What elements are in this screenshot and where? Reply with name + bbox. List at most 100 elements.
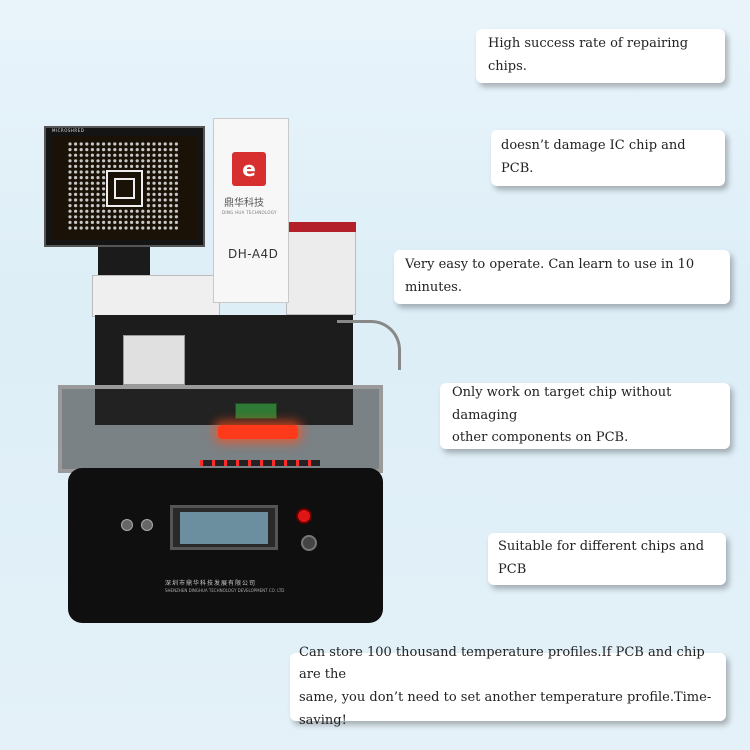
bga-ball xyxy=(85,148,89,152)
bga-ball xyxy=(68,159,72,163)
bga-ball xyxy=(163,192,167,196)
bga-ball xyxy=(74,192,78,196)
bga-ball xyxy=(102,142,106,146)
brand-name-cn: 鼎华科技 xyxy=(224,198,264,209)
bga-ball xyxy=(163,170,167,174)
bga-ball xyxy=(96,142,100,146)
monitor-brand-label: MICROSHRED xyxy=(52,128,85,133)
bga-ball xyxy=(74,176,78,180)
bga-ball xyxy=(74,148,78,152)
bga-ball xyxy=(169,159,173,163)
bga-ball xyxy=(118,220,122,224)
bga-ball xyxy=(85,187,89,191)
bga-ball xyxy=(74,164,78,168)
bga-ball xyxy=(130,226,134,230)
company-name-en: SHENZHEN DINGHUA TECHNOLOGY DEVELOPMENT … xyxy=(165,588,285,593)
bga-ball xyxy=(85,192,89,196)
bga-ball xyxy=(169,209,173,213)
bga-ball xyxy=(68,198,72,202)
bga-ball xyxy=(152,187,156,191)
bga-ball xyxy=(163,142,167,146)
bga-ball xyxy=(68,181,72,185)
bga-ball xyxy=(68,215,72,219)
bga-ball xyxy=(124,142,128,146)
brand-name-en: DING HUA TECHNOLOGY xyxy=(222,210,277,215)
bga-ball xyxy=(135,164,139,168)
bga-ball xyxy=(79,170,83,174)
bga-ball xyxy=(152,220,156,224)
bga-ball xyxy=(130,159,134,163)
bga-ball xyxy=(74,159,78,163)
pcb-board xyxy=(235,403,277,419)
bga-ball xyxy=(169,198,173,202)
bga-ball xyxy=(152,209,156,213)
bga-ball xyxy=(68,142,72,146)
bga-ball xyxy=(118,215,122,219)
bga-ball xyxy=(163,187,167,191)
bga-ball xyxy=(146,153,150,157)
bga-ball xyxy=(174,148,178,152)
bga-ball xyxy=(96,187,100,191)
bga-ball xyxy=(124,220,128,224)
bga-ball xyxy=(174,226,178,230)
bga-ball xyxy=(118,142,122,146)
bga-ball xyxy=(135,153,139,157)
camera-housing xyxy=(92,275,220,317)
bga-ball xyxy=(158,198,162,202)
bga-ball xyxy=(146,198,150,202)
bga-ball xyxy=(146,176,150,180)
bga-ball xyxy=(141,226,145,230)
bga-ball xyxy=(158,142,162,146)
bga-ball xyxy=(107,226,111,230)
bga-ball xyxy=(90,142,94,146)
bga-ball xyxy=(74,181,78,185)
bga-ball xyxy=(96,192,100,196)
bga-ball xyxy=(152,142,156,146)
bga-ball xyxy=(169,192,173,196)
bga-ball xyxy=(90,176,94,180)
bga-ball xyxy=(68,204,72,208)
lamp-arm xyxy=(337,320,401,370)
bga-ball xyxy=(124,153,128,157)
bga-ball xyxy=(74,170,78,174)
bga-ball xyxy=(135,142,139,146)
bga-ball xyxy=(113,159,117,163)
led-strip xyxy=(200,460,320,466)
bga-ball xyxy=(107,164,111,168)
bga-ball xyxy=(113,142,117,146)
bga-ball xyxy=(96,164,100,168)
monitor-stand xyxy=(98,247,150,277)
bga-ball xyxy=(146,142,150,146)
side-panel xyxy=(286,222,356,315)
bga-ball xyxy=(107,220,111,224)
bga-ball xyxy=(124,159,128,163)
bga-ball xyxy=(102,215,106,219)
bga-ball xyxy=(135,148,139,152)
bga-ball xyxy=(102,187,106,191)
bga-ball xyxy=(102,164,106,168)
bga-ball xyxy=(85,209,89,213)
bga-ball xyxy=(96,159,100,163)
bga-ball xyxy=(79,153,83,157)
feature-card-easy-operate: Very easy to operate. Can learn to use i… xyxy=(394,250,730,304)
bga-ball xyxy=(90,187,94,191)
bga-ball xyxy=(74,226,78,230)
bga-ball xyxy=(79,198,83,202)
bga-ball xyxy=(146,187,150,191)
bga-ball xyxy=(90,215,94,219)
bga-ball xyxy=(85,198,89,202)
bga-ball xyxy=(102,148,106,152)
bga-ball xyxy=(152,181,156,185)
bga-ball xyxy=(152,170,156,174)
bga-ball xyxy=(152,176,156,180)
bga-ball xyxy=(124,226,128,230)
bga-ball xyxy=(90,226,94,230)
bga-ball xyxy=(158,176,162,180)
bga-ball xyxy=(169,164,173,168)
bga-ball xyxy=(74,215,78,219)
bga-grid-image xyxy=(52,136,197,240)
bga-ball xyxy=(85,176,89,180)
bga-ball xyxy=(113,148,117,152)
bga-ball xyxy=(124,148,128,152)
bga-ball xyxy=(169,215,173,219)
